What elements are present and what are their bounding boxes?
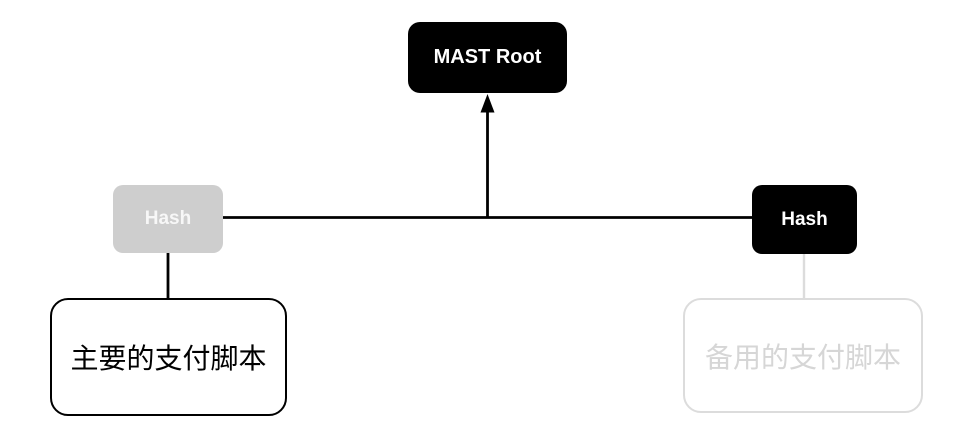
primary-script-node: 主要的支付脚本: [50, 298, 287, 416]
backup-script-label: 备用的支付脚本: [704, 341, 901, 373]
arrowhead-up-icon: [480, 94, 495, 113]
hash-node-left: Hash: [113, 185, 223, 253]
backup-script-node: 备用的支付脚本: [683, 298, 923, 413]
primary-script-label: 主要的支付脚本: [70, 343, 267, 374]
mast-root-node: MAST Root: [408, 22, 567, 93]
hash-node-right-label: Hash: [781, 208, 828, 230]
mast-root-label: MAST Root: [433, 46, 542, 68]
hash-node-right: Hash: [752, 185, 857, 254]
hash-node-left-label: Hash: [144, 208, 192, 229]
